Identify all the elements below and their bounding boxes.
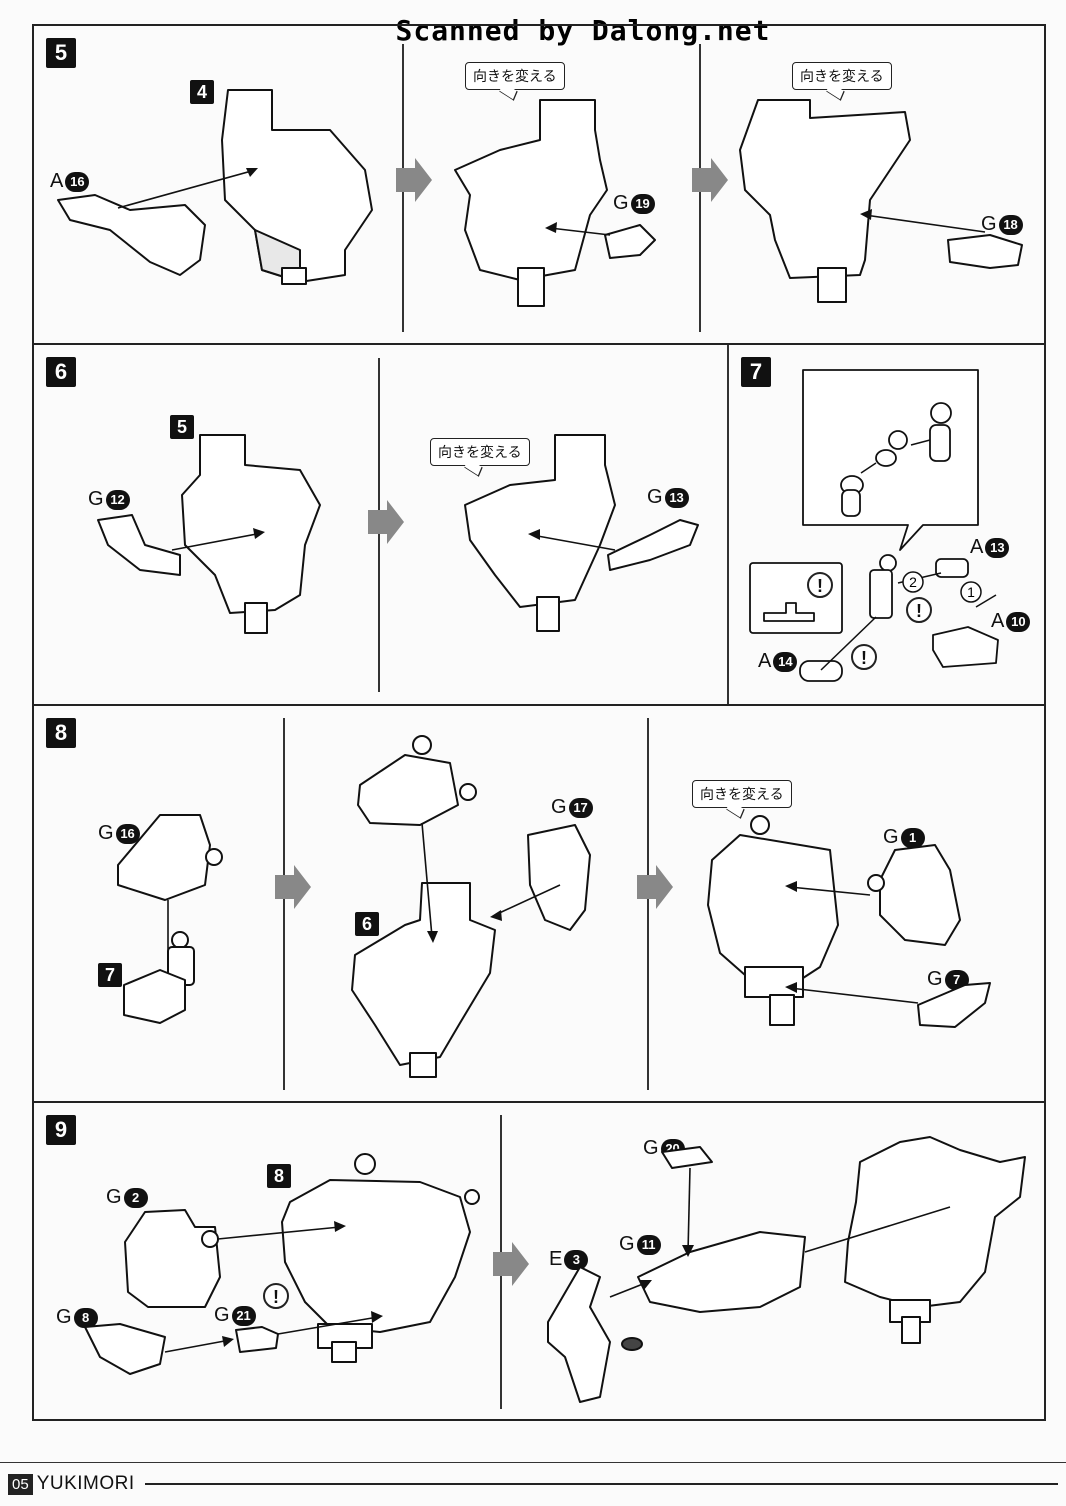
callout-rotate: 向きを変える [430, 438, 530, 466]
step-badge-9: 9 [46, 1115, 76, 1145]
step-badge-7: 7 [741, 357, 771, 387]
ref-badge: 4 [190, 80, 214, 104]
page-number: 05 [8, 1473, 33, 1495]
step-badge-8: 8 [46, 718, 76, 748]
callout-rotate: 向きを変える [692, 780, 792, 808]
row-divider [32, 1101, 1046, 1103]
page-footer: 05 YUKIMORI [0, 1470, 1066, 1498]
warning-icon: ! [851, 644, 877, 670]
step7-illustration: 2 1 [749, 369, 999, 682]
brand-name: YUKIMORI [36, 1473, 135, 1494]
ref-badge: 8 [267, 1164, 291, 1188]
step-badge-6: 6 [46, 357, 76, 387]
step6-illustration [97, 434, 699, 634]
step8-illustration [117, 735, 991, 1078]
warning-icon: ! [906, 597, 932, 623]
warning-icon: ! [263, 1283, 289, 1309]
order-marker-1: 1 [967, 584, 975, 600]
row-divider [32, 343, 1046, 345]
scan-credit: Scanned by Dalong.net [395, 14, 771, 47]
ref-badge: 7 [98, 963, 122, 987]
step5-illustration [57, 89, 1023, 307]
callout-rotate: 向きを変える [792, 62, 892, 90]
instruction-sheet [32, 24, 1046, 1421]
step9-illustration [84, 1136, 1026, 1403]
footer-rule [0, 1462, 1066, 1463]
step-badge-5: 5 [46, 38, 76, 68]
panel-divider [647, 718, 649, 1090]
row-divider [32, 704, 1046, 706]
panel-divider [283, 718, 285, 1090]
callout-rotate: 向きを変える [465, 62, 565, 90]
footer-line [144, 1483, 1058, 1485]
panel-divider [727, 345, 729, 704]
warning-icon: ! [807, 572, 833, 598]
ref-badge: 5 [170, 415, 194, 439]
order-marker-2: 2 [909, 574, 917, 590]
ref-badge: 6 [355, 912, 379, 936]
